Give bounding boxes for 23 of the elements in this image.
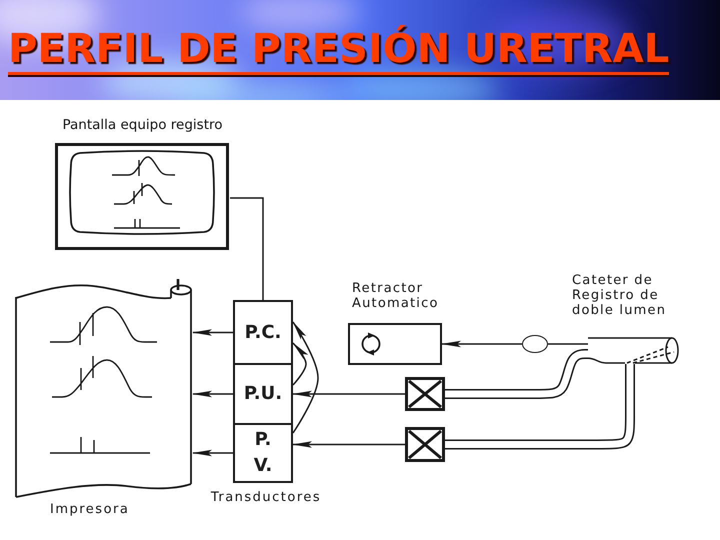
node-caption: Cateter de Registro de doble lumen [572,273,668,318]
device-label: Impresora [50,502,130,517]
connector-line [230,197,264,300]
arrow [441,340,522,348]
curved-arrow [292,321,319,434]
arrow [192,390,233,398]
catheter-tube [445,349,590,399]
device-label: Retractor Automatico [352,281,440,311]
crossed-square-symbol [405,427,445,462]
ellipse-symbol [522,335,548,353]
transducer-box: P.U. [233,363,293,425]
device-label: Transductores [210,490,322,505]
device-label: Pantalla equipo registro [61,118,224,133]
arrow [292,441,405,448]
connector-line [548,343,588,345]
arrow [192,450,233,456]
arrow [192,329,233,336]
transducer-box: P.C. [233,300,293,365]
transducer-box: P. V. [233,423,293,483]
catheter-tube [445,364,635,450]
arrow [292,390,405,398]
curved-arrow [292,342,308,386]
crossed-square-symbol [405,377,445,411]
